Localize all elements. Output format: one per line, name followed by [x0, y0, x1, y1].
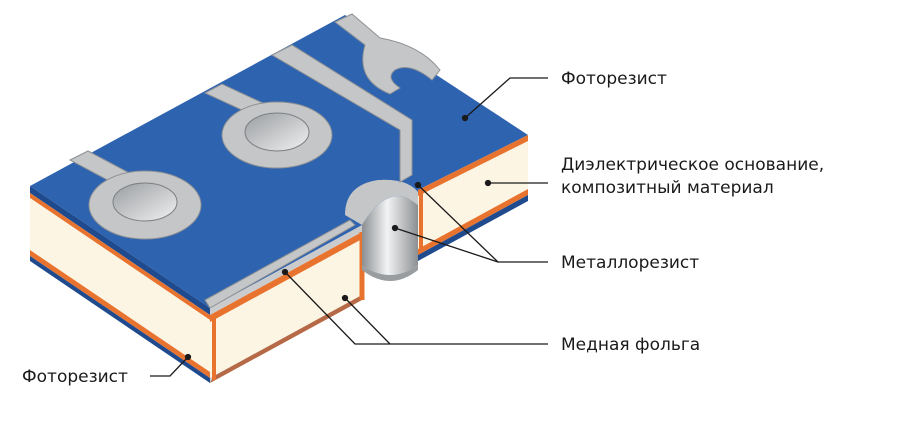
pad-hole-middle	[244, 112, 310, 152]
label-copper-foil: Медная фольга	[561, 335, 700, 355]
leader-photoresist-top	[464, 77, 548, 119]
metal-traces	[68, 13, 441, 309]
front-edge-strip	[204, 219, 356, 309]
label-metalloresist: Металлорезист	[561, 253, 699, 273]
leader-lines	[150, 77, 548, 377]
diagonal-trace	[270, 44, 413, 183]
labels: Фоторезист Диэлектрическое основание, ко…	[22, 69, 824, 387]
label-dielectric-line2: композитный материал	[561, 178, 774, 198]
horseshoe-pad	[334, 13, 441, 95]
front-left-face	[30, 186, 210, 383]
label-photoresist-bottom: Фоторезист	[22, 367, 128, 387]
label-photoresist-top: Фоторезист	[561, 69, 667, 89]
leader-photoresist-bottom	[150, 356, 189, 377]
plated-through-hole	[345, 179, 420, 281]
pad-hole-front	[112, 182, 178, 222]
pad-holes	[112, 112, 310, 222]
label-dielectric-line1: Диэлектрическое основание,	[561, 155, 824, 175]
leader-copper	[344, 297, 548, 345]
